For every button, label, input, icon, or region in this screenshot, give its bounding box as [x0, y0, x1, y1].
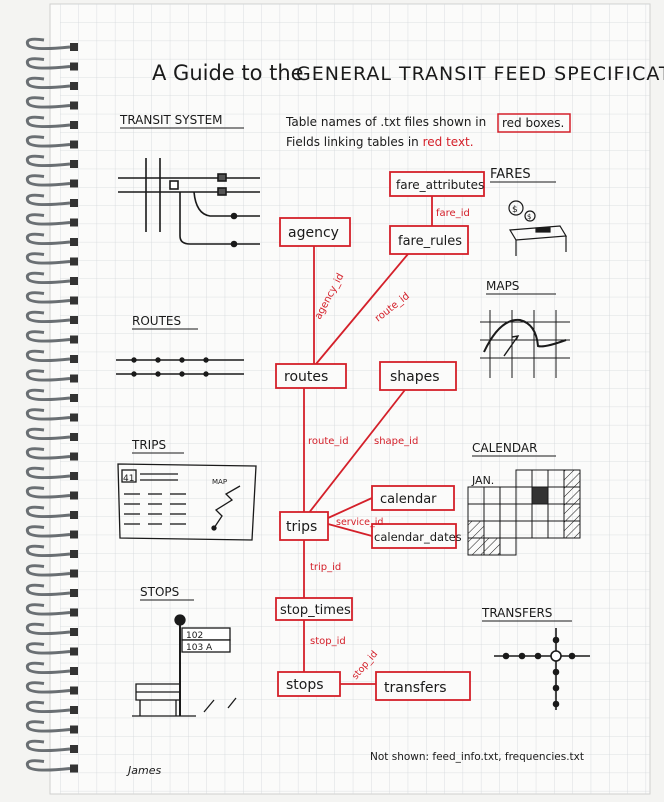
- heading-transit-system: TRANSIT SYSTEM: [119, 113, 223, 127]
- link-stop-id: stop_id: [310, 636, 346, 647]
- binding-hole: [70, 160, 78, 168]
- calendar-day-cell: [468, 521, 484, 538]
- trip-map-label: MAP: [212, 478, 227, 486]
- binding-hole: [70, 336, 78, 344]
- calendar-day-cell: [468, 538, 484, 555]
- binding-hole: [70, 492, 78, 500]
- binding-hole: [70, 199, 78, 207]
- calendar-day-cell: [532, 487, 548, 504]
- svg-text:$: $: [527, 213, 531, 221]
- link-fare-id: fare_id: [436, 208, 470, 219]
- link-shape-id: shape_id: [374, 436, 418, 447]
- binding-hole: [70, 687, 78, 695]
- binding-hole: [70, 453, 78, 461]
- stop-sign-line1: 102: [186, 631, 203, 641]
- link-service-id: service_id: [336, 517, 383, 528]
- binding-hole: [70, 394, 78, 402]
- heading-stops: STOPS: [140, 585, 179, 599]
- binding-hole: [70, 238, 78, 246]
- binding-hole: [70, 550, 78, 558]
- calendar-month: JAN.: [471, 474, 494, 487]
- table-fare-attributes: fare_attributes: [396, 178, 484, 192]
- legend-red-text: red text.: [423, 135, 474, 149]
- link-trip-id: trip_id: [310, 562, 341, 573]
- stop-sign-line2: 103 A: [186, 643, 213, 653]
- trip-route-number: 41: [123, 474, 134, 484]
- heading-routes: ROUTES: [132, 314, 181, 328]
- binding-hole: [70, 433, 78, 441]
- binding-hole: [70, 82, 78, 90]
- binding-hole: [70, 531, 78, 539]
- binding-hole: [70, 745, 78, 753]
- binding-hole: [70, 121, 78, 129]
- heading-trips: TRIPS: [131, 438, 166, 452]
- binding-hole: [70, 472, 78, 480]
- binding-hole: [70, 511, 78, 519]
- table-stops: stops: [286, 677, 324, 693]
- table-routes: routes: [284, 369, 328, 385]
- binding-hole: [70, 43, 78, 51]
- binding-hole: [70, 765, 78, 773]
- binding-hole: [70, 648, 78, 656]
- link-route-id-trips: route_id: [308, 436, 349, 447]
- footer-not-shown: Not shown: feed_info.txt, frequencies.tx…: [370, 751, 584, 763]
- table-fare-rules: fare_rules: [398, 234, 462, 249]
- heading-calendar: CALENDAR: [472, 441, 537, 455]
- binding-hole: [70, 219, 78, 227]
- binding-hole: [70, 63, 78, 71]
- binding-hole: [70, 570, 78, 578]
- svg-text:$: $: [512, 205, 518, 215]
- legend-line2: Fields linking tables in red text.: [286, 135, 474, 149]
- table-stop-times: stop_times: [280, 603, 351, 618]
- legend-red-box-label: red boxes.: [502, 116, 564, 130]
- legend-line1: Table names of .txt files shown in: [285, 115, 486, 129]
- binding-hole: [70, 706, 78, 714]
- binding-hole: [70, 414, 78, 422]
- table-shapes: shapes: [390, 369, 440, 385]
- table-calendar-dates: calendar_dates: [374, 530, 462, 544]
- binding-hole: [70, 628, 78, 636]
- signature: James: [126, 764, 161, 777]
- title-prefix: A Guide to the: [152, 61, 304, 85]
- binding-hole: [70, 667, 78, 675]
- binding-hole: [70, 355, 78, 363]
- calendar-day-cell: [564, 521, 580, 538]
- calendar-day-cell: [564, 487, 580, 504]
- table-calendar: calendar: [380, 492, 437, 507]
- binding-hole: [70, 258, 78, 266]
- binding-hole: [70, 277, 78, 285]
- binding-hole: [70, 589, 78, 597]
- binding-hole: [70, 102, 78, 110]
- binding-hole: [70, 297, 78, 305]
- binding-hole: [70, 375, 78, 383]
- calendar-day-cell: [564, 504, 580, 521]
- binding-hole: [70, 180, 78, 188]
- binding-hole: [70, 726, 78, 734]
- calendar-day-cell: [484, 538, 500, 555]
- table-agency: agency: [288, 225, 339, 241]
- table-transfers: transfers: [384, 680, 447, 696]
- binding-hole: [70, 316, 78, 324]
- page-title: GENERAL TRANSIT FEED SPECIFICATION: [296, 63, 664, 85]
- heading-fares: FARES: [490, 167, 531, 182]
- heading-maps: MAPS: [486, 279, 519, 293]
- table-trips: trips: [286, 519, 317, 535]
- binding-hole: [70, 141, 78, 149]
- binding-hole: [70, 609, 78, 617]
- calendar-day-cell: [564, 470, 580, 487]
- legend-line1-text: Table names of .txt files shown in: [285, 115, 486, 129]
- legend-line2-text: Fields linking tables in: [286, 135, 419, 149]
- heading-transfers: TRANSFERS: [481, 606, 552, 620]
